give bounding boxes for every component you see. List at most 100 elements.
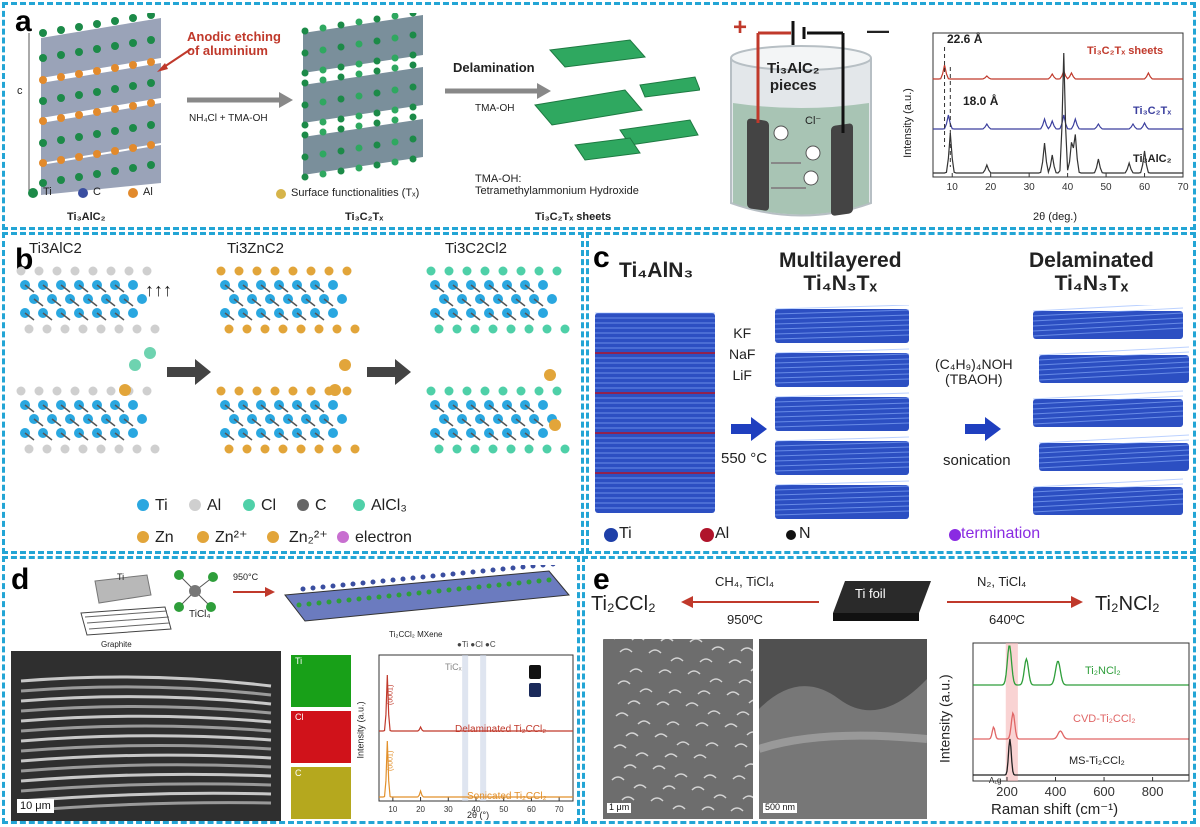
leg-c-ti: Ti bbox=[619, 525, 632, 542]
e-right: Ti₂NCl₂ bbox=[1095, 593, 1160, 615]
e-scale2: 500 nm bbox=[763, 802, 798, 813]
panel-e-label: e bbox=[593, 563, 610, 596]
svg-text:50: 50 bbox=[499, 805, 508, 814]
svg-text:800: 800 bbox=[1142, 784, 1164, 799]
ti3alc2-crystal bbox=[28, 13, 161, 195]
e-left: Ti₂CCl₂ bbox=[591, 593, 656, 615]
xrd-d-s2: Sonicated Ti₂CCl₂ bbox=[467, 791, 547, 802]
raman-s2: CVD-Ti₂CCl₂ bbox=[1073, 713, 1136, 725]
arrow-right-icon-d bbox=[233, 587, 275, 597]
c-h3: Delaminated Ti₄N₃Tₓ bbox=[1029, 249, 1154, 296]
leg-b-ti: Ti bbox=[155, 497, 168, 514]
e-foil: Ti foil bbox=[855, 586, 886, 601]
c-reagents-1: KF NaF LiF bbox=[729, 325, 756, 383]
d-scale: 10 μm bbox=[17, 799, 54, 814]
leg-b-zn: Zn bbox=[155, 529, 174, 546]
svg-text:20: 20 bbox=[985, 182, 997, 193]
xrd-d-ylabel: Intensity (a.u.) bbox=[355, 701, 366, 759]
map-cl bbox=[291, 711, 351, 763]
sem-image-e2 bbox=[759, 639, 927, 819]
svg-text:30: 30 bbox=[444, 805, 453, 814]
b-stage-1: Ti3AlC2 bbox=[29, 240, 82, 257]
raman-ylabel: Intensity (a.u.) bbox=[936, 674, 953, 764]
panel-c-label: c bbox=[593, 241, 610, 274]
reagent-2: TMA-OH bbox=[475, 103, 515, 114]
svg-text:60: 60 bbox=[1139, 182, 1151, 193]
surface-dot bbox=[276, 189, 286, 199]
panel-a-label: a bbox=[15, 5, 32, 38]
c-temp: 550 °C bbox=[721, 450, 768, 467]
xrd-d-ticx: TiCₓ bbox=[445, 662, 462, 672]
svg-text:20: 20 bbox=[416, 805, 425, 814]
leg-b-cl: Cl bbox=[261, 497, 277, 514]
xrd-d-peak2: (0001) bbox=[387, 750, 395, 771]
svg-text:70: 70 bbox=[555, 805, 564, 814]
legend-c: C bbox=[93, 186, 101, 198]
d-graphite: Graphite bbox=[101, 640, 132, 649]
xrd-a-s2: Ti₃C₂Tₓ bbox=[1133, 105, 1172, 117]
d-mxene: Ti₂CCl₂ MXene bbox=[389, 630, 443, 639]
map-c-label: C bbox=[295, 768, 302, 778]
c-reagents-2: (C₄H₉)₄NOH (TBAOH) bbox=[935, 356, 1013, 388]
c-h1: Ti₄AlN₃ bbox=[619, 259, 694, 282]
raman-xlabel: Raman shift (cm⁻¹) bbox=[991, 801, 1119, 818]
plus-sign: + bbox=[733, 14, 748, 41]
name-sheets: Ti₃C₂Tₓ sheets bbox=[535, 211, 612, 223]
axis-c-label: c bbox=[17, 85, 23, 97]
panel-c: c Ti₄AlN₃ Multilayered Ti₄N₃Tₓ Delaminat… bbox=[586, 232, 1196, 554]
leg-c-n: N bbox=[799, 525, 811, 542]
panel-d: d Ti Graphite TiCl₄ 950°C Ti₂CCl₂ MXene … bbox=[2, 556, 580, 824]
ti4aln3-stacks bbox=[595, 305, 1190, 519]
d-temp: 950°C bbox=[233, 572, 259, 582]
map-cl-label: Cl bbox=[295, 712, 304, 722]
svg-text:50: 50 bbox=[1101, 182, 1113, 193]
leg-b-c: C bbox=[315, 497, 327, 514]
svg-text:70: 70 bbox=[1177, 182, 1189, 193]
xrd-a-s1: Ti₃C₂Tₓ sheets bbox=[1087, 45, 1164, 57]
xrd-a-s3: Ti₃AlC₂ bbox=[1133, 153, 1172, 165]
c-sonication: sonication bbox=[943, 452, 1011, 469]
ti-plate bbox=[94, 574, 152, 604]
mxene-lattice-d bbox=[284, 565, 570, 622]
panel-a: a c Anodic etching of aluminium NH₄Cl + … bbox=[2, 2, 1196, 230]
reagent-1: NH₄Cl + TMA-OH bbox=[189, 113, 268, 124]
name-ti3alc2: Ti₃AlC₂ bbox=[67, 211, 106, 223]
xrd-a-d1: 22.6 Å bbox=[947, 32, 983, 46]
c-h2: Multilayered Ti₄N₃Tₓ bbox=[779, 249, 902, 296]
arrow-right-icon-e bbox=[947, 596, 1083, 608]
panel-b: b Ti3AlC2 Ti3ZnC2 Ti3C2Cl2 ↑↑↑ Ti Al Cl … bbox=[2, 232, 584, 554]
legend-al: Al bbox=[143, 186, 153, 198]
lattice-b bbox=[16, 266, 570, 454]
legend-dots bbox=[28, 188, 138, 198]
b-stage-2: Ti3ZnC2 bbox=[227, 240, 284, 257]
map-c bbox=[291, 767, 351, 819]
d-ticl4: TiCl₄ bbox=[189, 609, 211, 620]
d-ti: Ti bbox=[117, 572, 125, 582]
svg-text:40: 40 bbox=[472, 805, 481, 814]
e-r-left: CH₄, TiCl₄ bbox=[715, 574, 775, 589]
sem-image-d bbox=[11, 651, 281, 821]
d-legend: ●Ti ●Cl ●C bbox=[457, 640, 496, 649]
sem-image-e1 bbox=[603, 639, 753, 819]
legend-ti: Ti bbox=[43, 186, 52, 198]
xrd-d-s1: Delaminated Ti₂CCl₂ bbox=[455, 724, 547, 735]
cell-label: Ti₃AlC₂ pieces bbox=[767, 60, 820, 94]
leg-b-electron: electron bbox=[355, 529, 412, 546]
svg-text:10: 10 bbox=[947, 182, 959, 193]
map-ti-label: Ti bbox=[295, 656, 303, 666]
leg-c-al: Al bbox=[715, 525, 730, 542]
arrow-right-icon bbox=[187, 92, 293, 108]
xrd-d-peak1: (0001) bbox=[387, 684, 395, 705]
map-ti bbox=[291, 655, 351, 707]
electrochemical-cell bbox=[730, 21, 872, 217]
anodic-etching-label: Anodic etching of aluminium bbox=[187, 29, 281, 59]
red-pointer-arrow bbox=[157, 48, 192, 72]
legend-b bbox=[137, 499, 365, 543]
tmaoh-definition: TMA-OH: Tetramethylammonium Hydroxide bbox=[475, 173, 639, 198]
e-t-left: 950ºC bbox=[727, 612, 763, 627]
mxene-sheets bbox=[534, 39, 700, 161]
svg-text:600: 600 bbox=[1093, 784, 1115, 799]
leg-c-termination: termination bbox=[961, 525, 1041, 542]
xrd-a-ylabel: Intensity (a.u.) bbox=[901, 88, 914, 158]
